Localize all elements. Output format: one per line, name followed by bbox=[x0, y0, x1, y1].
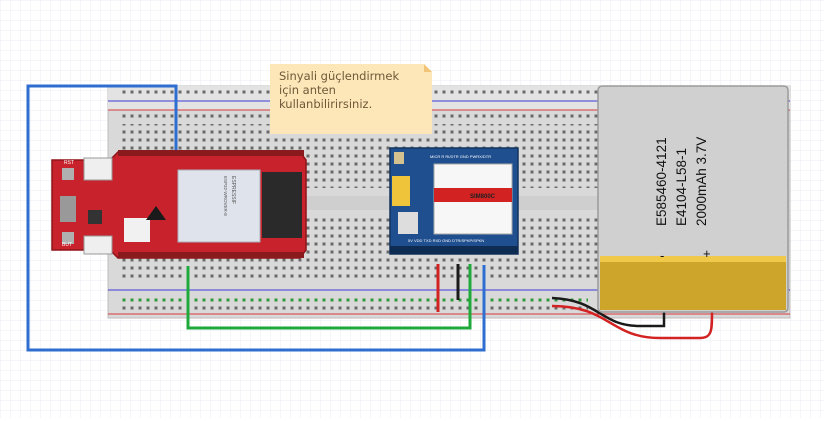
annotation-note bbox=[270, 64, 432, 134]
sim800c-label: SIM800C bbox=[470, 194, 496, 200]
boot-button bbox=[62, 232, 74, 244]
esp32-board bbox=[51, 150, 307, 259]
espressif-shield-text: ESPRESSIF bbox=[230, 176, 236, 204]
battery-connector bbox=[83, 157, 113, 181]
battery-lead-red bbox=[551, 304, 714, 340]
note-text: Sinyali güçlendirmek için anten kullanbi… bbox=[279, 69, 429, 111]
lipo-battery bbox=[597, 85, 789, 313]
note-line: için anten bbox=[279, 83, 336, 97]
chip-small bbox=[88, 210, 102, 224]
antenna-pad bbox=[394, 152, 404, 164]
sim-connector bbox=[398, 212, 418, 234]
battery-label-line-1: E585460-4121 bbox=[654, 137, 669, 226]
wire-green bbox=[186, 264, 472, 330]
boot-label: BUT bbox=[62, 242, 72, 248]
user-button bbox=[124, 218, 150, 242]
battery-label-line-2: E4104-L58-1 bbox=[674, 147, 689, 226]
note-box: Sinyali güçlendirmek için anten kullanbi… bbox=[270, 64, 432, 134]
sparkfun-logo bbox=[146, 206, 166, 220]
battery-lead-black bbox=[551, 296, 666, 328]
reset-button bbox=[62, 168, 74, 180]
usb-connector bbox=[60, 196, 76, 222]
battery-plus-label: + bbox=[703, 246, 711, 261]
gsm-module bbox=[389, 147, 519, 255]
battery-label-line-3: 2000mAh 3.7V bbox=[694, 136, 709, 226]
gsm-bottom-pins: 5V VDD TXD RXD GND DTR/SPKP/SPKN bbox=[408, 238, 485, 243]
note-line: Sinyali güçlendirmek bbox=[279, 69, 400, 83]
wire-blue bbox=[26, 84, 486, 352]
capacitor bbox=[392, 176, 410, 206]
note-line: kullanbilirirsiniz. bbox=[279, 97, 373, 111]
rst-label: RST bbox=[64, 160, 74, 166]
gsm-top-pins: MICR R RI/DTR GND PWRX/DTR bbox=[430, 154, 492, 159]
wrover-antenna bbox=[262, 172, 302, 238]
wrover-module-shield bbox=[177, 169, 261, 243]
qwiic-connector bbox=[83, 235, 113, 255]
battery-minus-label: - bbox=[660, 248, 665, 263]
wrover-module-text: ESP32-WROVER-E bbox=[223, 176, 228, 217]
